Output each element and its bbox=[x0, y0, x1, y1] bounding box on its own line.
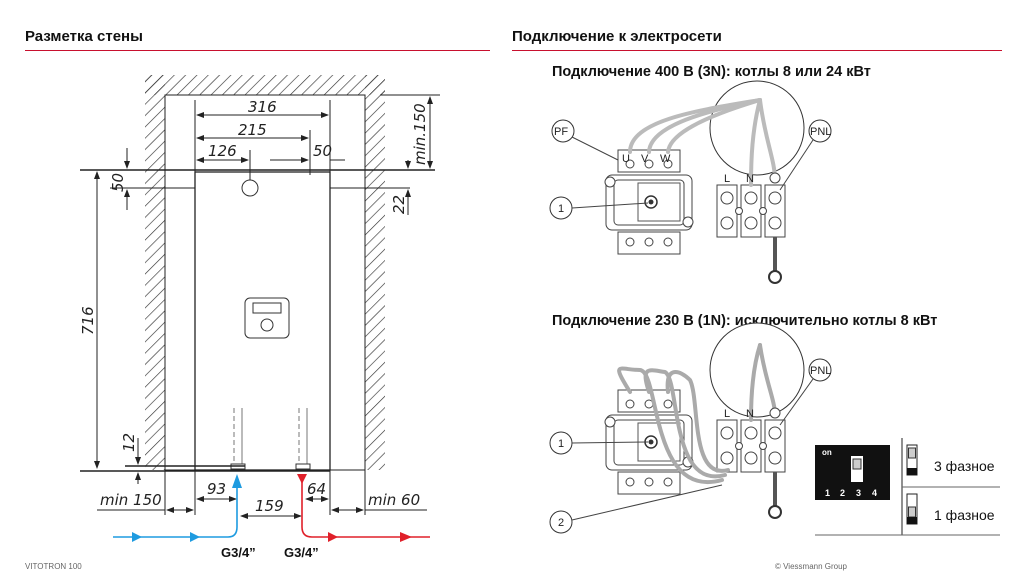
dim-215: 215 bbox=[238, 121, 267, 139]
title-rule-right bbox=[512, 50, 1002, 51]
dim-316: 316 bbox=[248, 98, 277, 116]
footer-product: VITOTRON 100 bbox=[25, 562, 82, 571]
footer-copyright: © Viessmann Group bbox=[775, 562, 848, 571]
inlet-connection-label: G3/4” bbox=[221, 545, 256, 560]
callout-pf: PF bbox=[554, 126, 568, 138]
ground-icon bbox=[769, 407, 781, 419]
dim-22: 22 bbox=[390, 195, 408, 214]
right-wall-hatch bbox=[365, 75, 385, 470]
wall-layout-title: Разметка стены bbox=[25, 28, 143, 45]
dip-number-3: 3 bbox=[856, 488, 861, 498]
wall-layout-drawing: 316 215 126 50 716 50 12 min.150 22 min … bbox=[79, 75, 440, 560]
ground-icon bbox=[769, 172, 781, 184]
callout-2: 2 bbox=[558, 517, 564, 529]
terminal-v: V bbox=[641, 153, 649, 165]
callout-1: 1 bbox=[558, 203, 564, 215]
wiring-400v: U V W L N PF PNL 1 bbox=[549, 80, 832, 285]
dim-50-horizontal: 50 bbox=[313, 142, 332, 160]
section-230v-title: Подключение 230 В (1N): исключительно ко… bbox=[552, 313, 938, 329]
dim-50-vertical: 50 bbox=[109, 173, 127, 192]
dim-min-150: min 150 bbox=[100, 491, 162, 509]
dim-12: 12 bbox=[120, 433, 138, 452]
ceiling-hatch bbox=[145, 75, 385, 95]
dip-on-label: on bbox=[822, 448, 832, 457]
title-rule-left bbox=[25, 50, 490, 51]
dip-number-1: 1 bbox=[825, 488, 830, 498]
terminal-w: W bbox=[660, 153, 671, 165]
terminal-l-230: L bbox=[724, 408, 730, 420]
dip-switch: on 1 2 3 4 bbox=[815, 438, 1000, 536]
dip-number-2: 2 bbox=[840, 488, 845, 498]
dim-min-150-top: min.150 bbox=[411, 103, 429, 165]
section-400v-title: Подключение 400 В (3N): котлы 8 или 24 к… bbox=[552, 64, 871, 80]
cold-water-inlet-line bbox=[113, 478, 238, 538]
callout-pnl: PNL bbox=[810, 126, 831, 138]
terminal-l: L bbox=[724, 173, 730, 185]
wiring-230v: L N PNL 1 2 bbox=[549, 322, 832, 534]
outlet-connection-label: G3/4” bbox=[284, 545, 319, 560]
mode-1-phase: 1 фазное bbox=[934, 507, 995, 523]
terminal-n-230: N bbox=[746, 408, 754, 420]
dim-min-60: min 60 bbox=[368, 491, 420, 509]
callout-pnl-230: PNL bbox=[810, 365, 831, 377]
cable-entry-circle bbox=[709, 80, 805, 176]
hot-water-outlet-line bbox=[301, 474, 430, 538]
dim-159: 159 bbox=[255, 497, 284, 515]
callout-1-230: 1 bbox=[558, 438, 564, 450]
terminal-n: N bbox=[746, 173, 754, 185]
left-wall-hatch bbox=[145, 75, 165, 470]
dip-number-4: 4 bbox=[872, 488, 877, 498]
mode-3-phase: 3 фазное bbox=[934, 458, 995, 474]
hot-water-arrows bbox=[297, 474, 412, 542]
dim-93: 93 bbox=[207, 480, 226, 498]
dim-64: 64 bbox=[307, 480, 326, 498]
dim-126: 126 bbox=[208, 142, 237, 160]
dim-716: 716 bbox=[79, 306, 97, 335]
terminal-u: U bbox=[622, 153, 630, 165]
electrical-title: Подключение к электросети bbox=[512, 28, 722, 45]
